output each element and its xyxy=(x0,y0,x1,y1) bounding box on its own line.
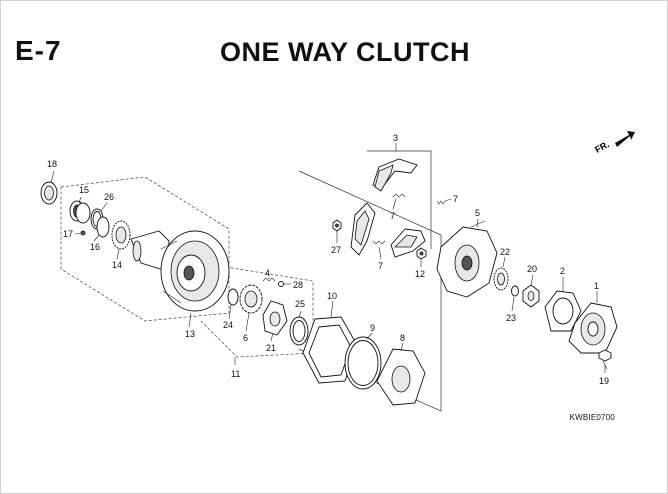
callout-17: 17 xyxy=(63,229,73,239)
callout-12: 12 xyxy=(415,269,425,279)
part-3-clutch-shoes xyxy=(350,158,426,258)
part-10-gasket xyxy=(302,316,358,384)
part-17-ball xyxy=(80,230,86,236)
part-27-nut xyxy=(332,219,342,232)
fr-direction-arrow: FR. xyxy=(593,131,635,155)
callout-8: 8 xyxy=(400,333,405,343)
callout-1: 1 xyxy=(594,281,599,291)
part-13-clutch-outer xyxy=(130,230,230,312)
callout-20: 20 xyxy=(527,264,537,274)
callout-2: 2 xyxy=(560,266,565,276)
callout-24: 24 xyxy=(223,320,233,330)
part-23-washer xyxy=(511,285,519,297)
callout-13: 13 xyxy=(185,329,195,339)
part-16-washer xyxy=(96,216,110,238)
callout-7-b: 7 xyxy=(453,194,458,204)
part-2-gasket xyxy=(544,290,582,332)
callout-5: 5 xyxy=(475,208,480,218)
callout-4: 4 xyxy=(265,268,270,278)
part-15-bearing xyxy=(69,200,91,224)
callout-11: 11 xyxy=(231,369,240,379)
part-8-plate xyxy=(376,348,426,406)
part-14-gear xyxy=(111,220,131,250)
callout-19: 19 xyxy=(599,376,609,386)
callout-25: 25 xyxy=(295,299,305,309)
section-code: E-7 xyxy=(15,35,62,66)
part-7-spring-c xyxy=(372,240,386,245)
part-9-o-ring xyxy=(344,336,382,390)
part-1-cover xyxy=(568,302,618,354)
fr-arrow-icon xyxy=(615,131,635,147)
group-frame-13 xyxy=(60,176,230,322)
callout-6: 6 xyxy=(243,333,248,343)
part-7-spring-b xyxy=(436,200,446,205)
page-title: ONE WAY CLUTCH xyxy=(219,37,471,67)
leader-lines xyxy=(50,143,606,373)
part-22-gear xyxy=(493,267,509,291)
callout-28: 28 xyxy=(293,280,303,290)
part-6-one-way-clutch xyxy=(239,284,263,314)
group-frame-3 xyxy=(367,150,432,249)
callout-14: 14 xyxy=(112,260,122,270)
part-19-bolt xyxy=(598,349,612,370)
part-24-ring xyxy=(227,288,239,306)
callout-15: 15 xyxy=(79,185,89,195)
part-5-drive-plate xyxy=(436,220,498,298)
callout-7-a: 7 xyxy=(390,211,395,221)
callout-3: 3 xyxy=(393,133,398,143)
part-21-side-plate xyxy=(262,300,288,336)
callout-21: 21 xyxy=(266,343,276,353)
diagram-reference-code: KWBIE0700 xyxy=(569,413,615,422)
callout-labels: 18 15 26 17 16 14 13 11 24 6 4 28 25 21 … xyxy=(47,133,609,386)
part-4-spring xyxy=(262,277,276,282)
callout-9: 9 xyxy=(370,323,375,333)
callout-7-c: 7 xyxy=(378,261,383,271)
part-25-snap-ring xyxy=(289,316,309,346)
callout-23: 23 xyxy=(506,313,516,323)
fr-label: FR. xyxy=(593,139,610,155)
callout-18: 18 xyxy=(47,159,57,169)
part-7-spring-a xyxy=(392,193,406,198)
part-20-collar xyxy=(522,284,540,308)
part-28-roller xyxy=(278,281,284,287)
part-18-oil-seal xyxy=(40,181,58,205)
callout-27: 27 xyxy=(331,245,341,255)
callout-26: 26 xyxy=(104,192,114,202)
callout-16: 16 xyxy=(90,242,100,252)
callout-22: 22 xyxy=(500,247,510,257)
callout-10: 10 xyxy=(327,291,337,301)
part-12-nut xyxy=(416,247,427,260)
